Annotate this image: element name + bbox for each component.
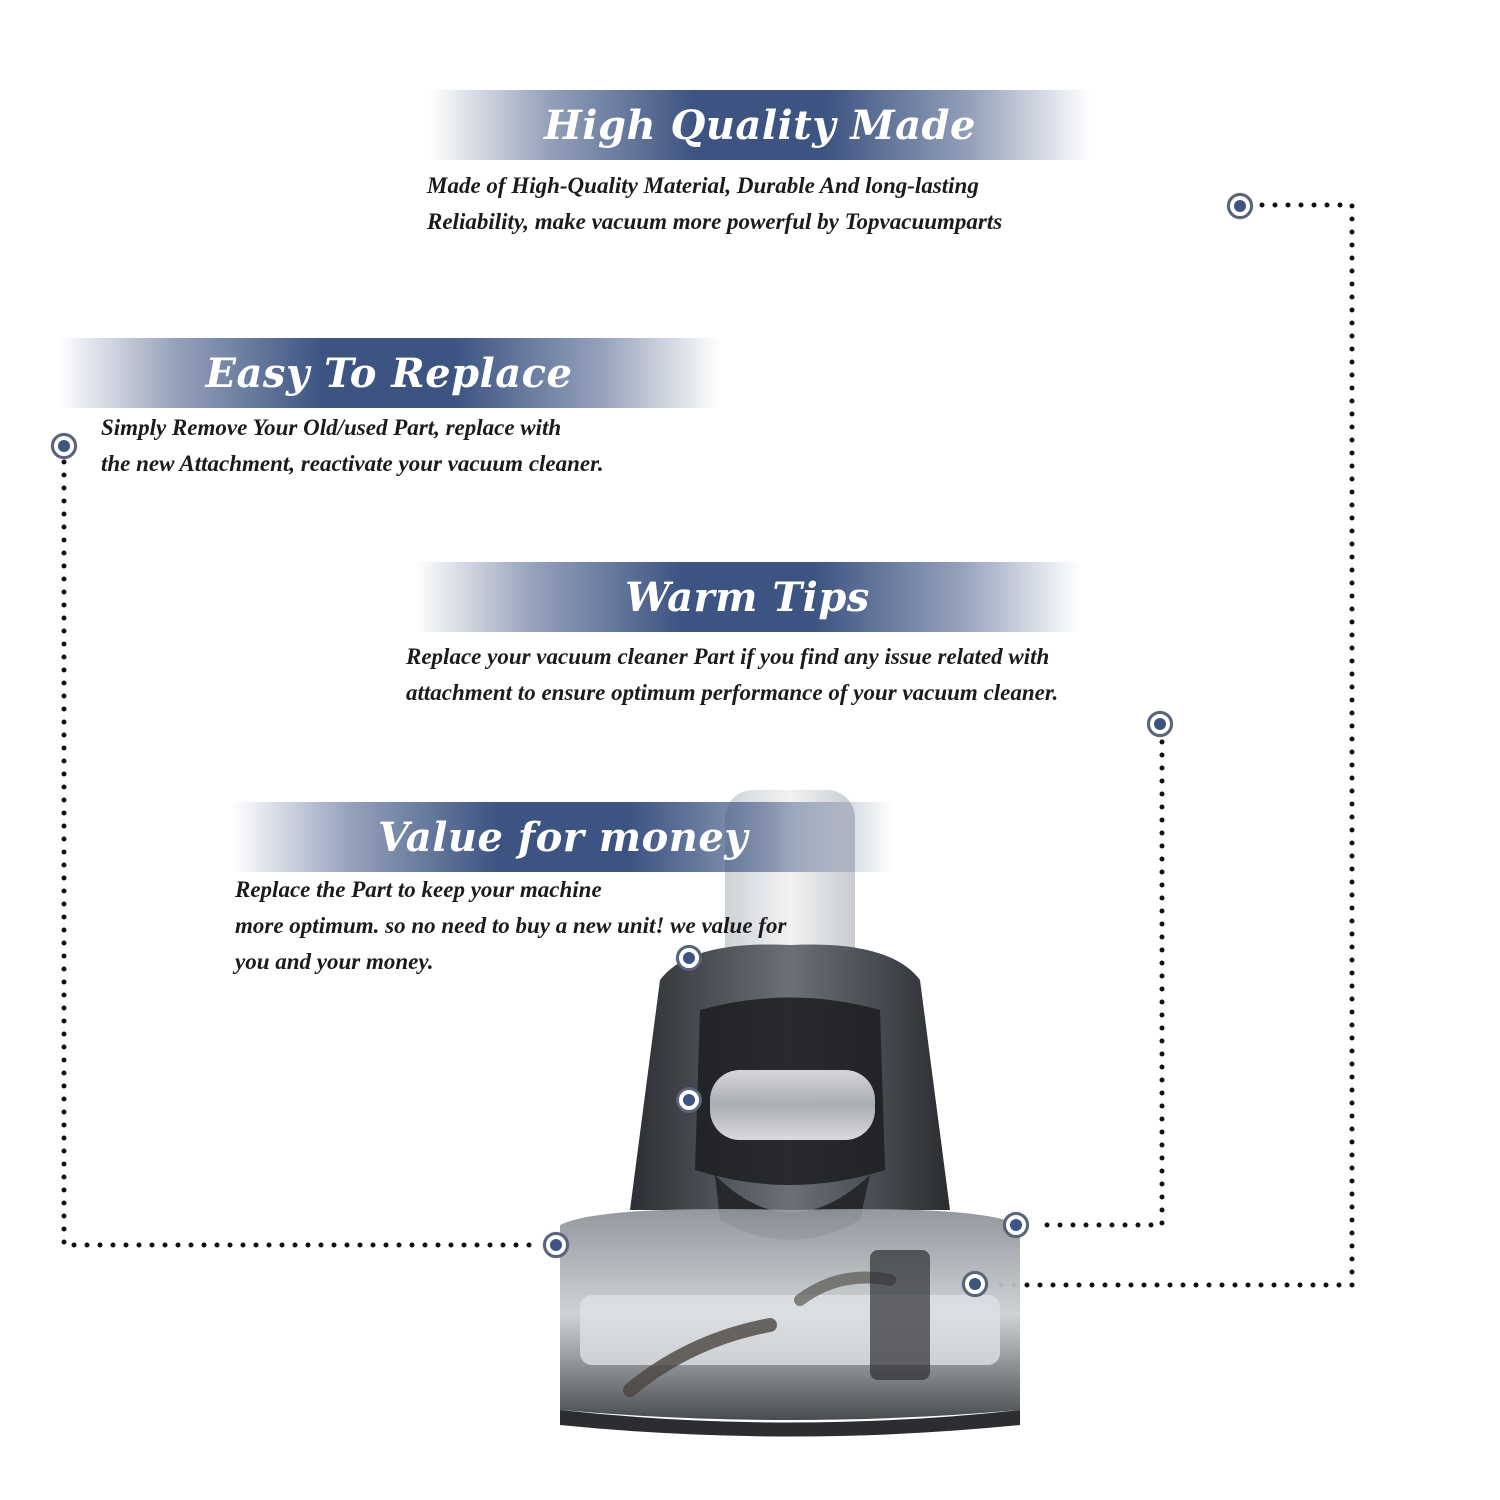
dot-marker-icon — [543, 1232, 569, 1258]
section-title: High Quality Made — [544, 101, 976, 149]
description-line: Made of High-Quality Material, Durable A… — [427, 173, 979, 198]
description-line: you and your money. — [235, 949, 434, 974]
dot-marker-icon — [962, 1271, 988, 1297]
dot-marker-icon — [1227, 193, 1253, 219]
section-title: Easy To Replace — [205, 349, 573, 397]
dot-marker-icon — [1003, 1212, 1029, 1238]
description-high-quality-made: Made of High-Quality Material, Durable A… — [427, 168, 1002, 240]
description-easy-to-replace: Simply Remove Your Old/used Part, replac… — [101, 410, 604, 482]
dot-marker-icon — [676, 1087, 702, 1113]
section-title: Value for money — [377, 813, 749, 861]
banner-value-for-money: Value for money — [232, 802, 894, 872]
section-title: Warm Tips — [625, 573, 870, 621]
description-line: the new Attachment, reactivate your vacu… — [101, 451, 604, 476]
leader-high-quality — [997, 202, 1355, 1288]
banner-easy-to-replace: Easy To Replace — [58, 338, 720, 408]
description-line: Simply Remove Your Old/used Part, replac… — [101, 415, 562, 440]
description-warm-tips: Replace your vacuum cleaner Part if you … — [406, 639, 1058, 711]
leader-easy-replace — [61, 459, 543, 1248]
description-line: Reliability, make vacuum more powerful b… — [427, 209, 1003, 234]
dot-marker-icon — [51, 433, 77, 459]
description-line: Replace the Part to keep your machine — [235, 877, 602, 902]
banner-high-quality-made: High Quality Made — [430, 90, 1090, 160]
description-value-for-money: Replace the Part to keep your machine mo… — [235, 872, 786, 980]
vacuum-attachment-image — [560, 790, 1020, 1437]
description-line: more optimum. so no need to buy a new un… — [235, 913, 787, 938]
dot-marker-icon — [1147, 711, 1173, 737]
description-line: attachment to ensure optimum performance… — [406, 680, 1059, 705]
description-line: Replace your vacuum cleaner Part if you … — [406, 644, 1050, 669]
dot-marker-icon — [676, 945, 702, 971]
banner-warm-tips: Warm Tips — [415, 562, 1080, 632]
leader-warm-tips — [1032, 739, 1165, 1228]
